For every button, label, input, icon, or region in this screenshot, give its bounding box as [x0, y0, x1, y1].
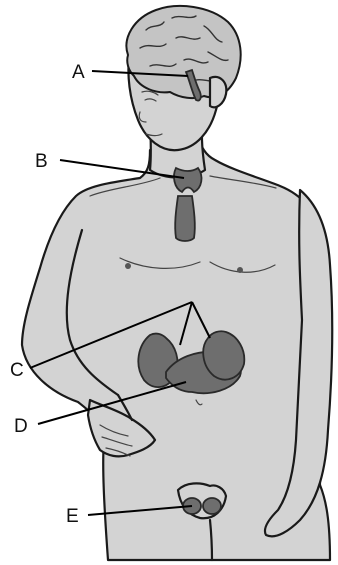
label-c: C — [10, 360, 24, 381]
trachea — [175, 196, 195, 241]
head — [126, 6, 240, 178]
ear — [210, 77, 226, 107]
label-d: D — [14, 416, 28, 437]
nipple — [237, 267, 243, 273]
thyroid-upper — [174, 168, 201, 192]
testis-right — [203, 498, 221, 514]
label-a: A — [72, 62, 85, 83]
torso-outline — [22, 135, 330, 560]
label-e: E — [66, 506, 79, 527]
label-b: B — [35, 151, 48, 172]
nipple — [125, 263, 131, 269]
